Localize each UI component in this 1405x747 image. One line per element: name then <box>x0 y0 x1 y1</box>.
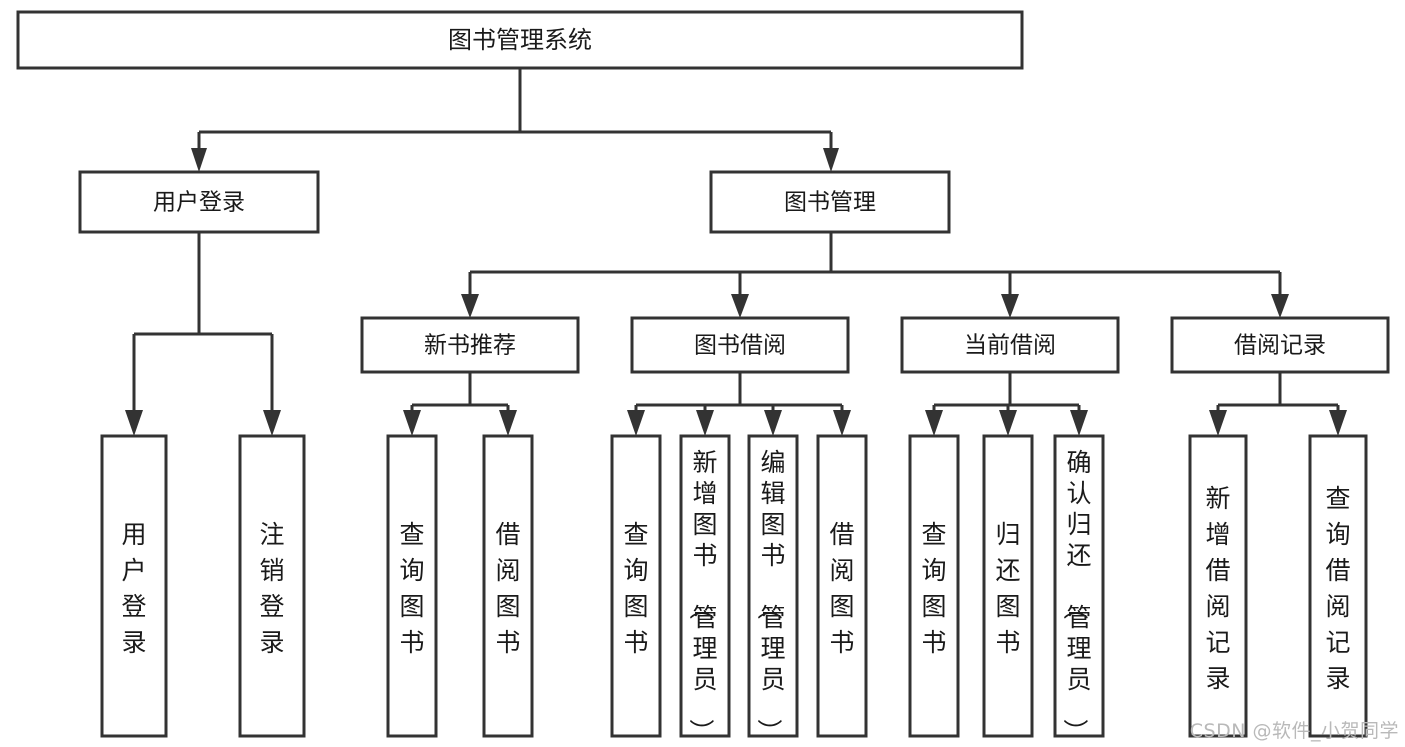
node-root-label: 图书管理系统 <box>448 26 592 54</box>
connectors-group <box>125 68 1347 436</box>
arrow-leaf-query-book-new <box>403 410 421 436</box>
leaf-user-login-label: 用户登录 <box>121 520 146 657</box>
leaf-user-login-box[interactable] <box>100 434 168 738</box>
arrow-to-book-manage <box>823 148 839 172</box>
arrow-leaf-user-login <box>125 410 143 436</box>
leaf-query-book-new[interactable]: 查询图书 <box>386 434 438 738</box>
node-new-book-box[interactable] <box>360 316 580 374</box>
leaf-add-book[interactable]: 新增图书（管理员） <box>679 434 731 744</box>
leaf-borrow-book-box[interactable] <box>816 434 868 738</box>
node-root-box[interactable] <box>16 10 1024 70</box>
leaf-user-logout-box[interactable] <box>238 434 306 738</box>
arrow-leaf-query-book-borrow <box>627 410 645 436</box>
csdn-watermark: CSDN @软件_小贺同学 <box>1189 720 1399 742</box>
leaf-add-record-label: 新增借阅记录 <box>1205 484 1230 693</box>
node-user-login-label: 用户登录 <box>153 190 245 216</box>
node-borrow-label: 图书借阅 <box>694 333 786 359</box>
arrow-leaf-confirm-return <box>1070 410 1088 436</box>
leaf-edit-book-box[interactable] <box>747 434 799 738</box>
leaf-add-book-label: 新增图书（管理员） <box>686 448 717 744</box>
arrow-to-user-login <box>191 148 207 172</box>
leaf-user-logout-label: 注销登录 <box>259 520 284 657</box>
node-new-book-label: 新书推荐 <box>424 333 516 359</box>
node-borrow[interactable]: 图书借阅 <box>630 316 850 374</box>
leaf-return-book[interactable]: 归还图书 <box>982 434 1034 738</box>
node-root[interactable]: 图书管理系统 <box>16 10 1024 70</box>
node-book-manage-label: 图书管理 <box>784 190 876 216</box>
leaf-nodes-group: 用户登录 注销登录 查询图书 借阅图书 查询图书 新增图书（管理员） 编辑图书（管理员） 借阅… <box>100 434 1368 744</box>
arrow-to-current <box>1001 294 1019 318</box>
node-borrow-records-label: 借阅记录 <box>1234 333 1326 359</box>
arrow-to-records <box>1271 294 1289 318</box>
node-borrow-records[interactable]: 借阅记录 <box>1170 316 1390 374</box>
leaf-add-record[interactable]: 新增借阅记录 <box>1188 434 1248 738</box>
arrow-to-borrow <box>731 294 749 318</box>
leaf-return-book-box[interactable] <box>982 434 1034 738</box>
leaf-user-logout[interactable]: 注销登录 <box>238 434 306 738</box>
leaf-query-book-new-label: 查询图书 <box>399 520 424 657</box>
arrow-leaf-return-book <box>999 410 1017 436</box>
node-book-manage[interactable]: 图书管理 <box>709 170 951 234</box>
leaf-borrow-book-new-label: 借阅图书 <box>495 520 520 657</box>
leaf-query-record[interactable]: 查询借阅记录 <box>1308 434 1368 738</box>
leaf-return-book-label: 归还图书 <box>995 520 1020 657</box>
arrow-to-new-book <box>461 294 479 318</box>
leaf-query-book-current-label: 查询图书 <box>921 520 946 657</box>
leaf-borrow-book-label: 借阅图书 <box>829 520 854 657</box>
node-current-borrow-label: 当前借阅 <box>964 333 1056 359</box>
node-user-login-box[interactable] <box>78 170 320 234</box>
leaf-query-book-current-box[interactable] <box>908 434 960 738</box>
node-borrow-box[interactable] <box>630 316 850 374</box>
leaf-query-record-box[interactable] <box>1308 434 1368 738</box>
leaf-query-book-borrow-label: 查询图书 <box>623 520 648 657</box>
leaf-add-record-box[interactable] <box>1188 434 1248 738</box>
node-borrow-records-box[interactable] <box>1170 316 1390 374</box>
leaf-query-record-label: 查询借阅记录 <box>1325 484 1350 693</box>
leaf-query-book-current[interactable]: 查询图书 <box>908 434 960 738</box>
leaf-add-book-box[interactable] <box>679 434 731 738</box>
node-book-manage-box[interactable] <box>709 170 951 234</box>
arrow-leaf-add-book <box>696 410 714 436</box>
leaf-edit-book[interactable]: 编辑图书（管理员） <box>747 434 799 744</box>
leaf-confirm-return-box[interactable] <box>1053 434 1105 738</box>
node-new-book[interactable]: 新书推荐 <box>360 316 580 374</box>
leaf-borrow-book-new[interactable]: 借阅图书 <box>482 434 534 738</box>
leaf-query-book-new-box[interactable] <box>386 434 438 738</box>
arrow-leaf-edit-book <box>764 410 782 436</box>
leaf-confirm-return-label: 确认归还（管理员） <box>1060 448 1091 744</box>
leaf-user-login[interactable]: 用户登录 <box>100 434 168 738</box>
arrow-leaf-add-record <box>1209 410 1227 436</box>
leaf-borrow-book-new-box[interactable] <box>482 434 534 738</box>
arrow-leaf-borrow-book <box>833 410 851 436</box>
node-current-borrow[interactable]: 当前借阅 <box>900 316 1120 374</box>
node-current-borrow-box[interactable] <box>900 316 1120 374</box>
leaf-query-book-borrow[interactable]: 查询图书 <box>610 434 662 738</box>
arrow-leaf-query-record <box>1329 410 1347 436</box>
leaf-borrow-book[interactable]: 借阅图书 <box>816 434 868 738</box>
arrow-leaf-user-logout <box>263 410 281 436</box>
arrow-leaf-query-book-current <box>925 410 943 436</box>
arrow-leaf-borrow-book-new <box>499 410 517 436</box>
leaf-query-book-borrow-box[interactable] <box>610 434 662 738</box>
leaf-confirm-return[interactable]: 确认归还（管理员） <box>1053 434 1105 744</box>
node-user-login[interactable]: 用户登录 <box>78 170 320 234</box>
leaf-edit-book-label: 编辑图书（管理员） <box>754 448 785 744</box>
